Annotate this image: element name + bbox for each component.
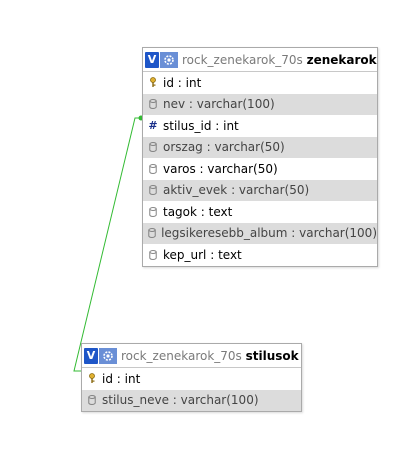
table-zenekarok[interactable]: V rock_zenekarok_70s zenekarok id : int … (142, 47, 378, 267)
table-name: stilusok (245, 348, 299, 363)
table-name: zenekarok (306, 52, 377, 67)
column-label: stilus_id : int (163, 118, 239, 133)
column-label: id : int (163, 75, 202, 90)
column-list: id : int nev : varchar(100) # stilus_id … (143, 72, 377, 266)
column-icon (148, 184, 158, 196)
column-label: legsikeresebb_album : varchar(100) (161, 226, 377, 241)
gear-icon[interactable] (99, 347, 117, 364)
column-label: aktiv_evek : varchar(50) (163, 183, 310, 198)
column-row[interactable]: stilus_neve : varchar(100) (82, 389, 301, 411)
column-row[interactable]: legsikeresebb_album : varchar(100) (143, 222, 377, 244)
relation-line-stilus-id (73, 117, 142, 372)
column-label: id : int (102, 371, 141, 386)
column-row[interactable]: aktiv_evek : varchar(50) (143, 179, 377, 201)
column-icon (148, 163, 158, 175)
database-name: rock_zenekarok_70s (182, 52, 307, 67)
key-icon (148, 77, 158, 89)
table-header: V rock_zenekarok_70s zenekarok (143, 48, 377, 72)
table-header: V rock_zenekarok_70s stilusok (82, 344, 301, 368)
database-name: rock_zenekarok_70s (121, 348, 246, 363)
column-icon (148, 141, 158, 153)
column-row[interactable]: nev : varchar(100) (143, 93, 377, 115)
column-label: orszag : varchar(50) (163, 140, 285, 155)
column-row[interactable]: # stilus_id : int (143, 115, 377, 137)
column-row[interactable]: tagok : text (143, 201, 377, 223)
column-label: stilus_neve : varchar(100) (102, 393, 259, 408)
column-icon (148, 227, 156, 239)
column-label: tagok : text (163, 204, 233, 219)
table-stilusok[interactable]: V rock_zenekarok_70s stilusok id : int s… (81, 343, 302, 412)
table-title[interactable]: rock_zenekarok_70s zenekarok (182, 53, 377, 67)
column-icon (87, 394, 97, 406)
column-row[interactable]: id : int (82, 368, 301, 390)
column-label: kep_url : text (163, 247, 242, 262)
column-row[interactable]: id : int (143, 72, 377, 94)
toggle-view-button[interactable]: V (145, 51, 159, 68)
table-title[interactable]: rock_zenekarok_70s stilusok (121, 349, 299, 363)
column-icon (148, 249, 158, 261)
column-icon (148, 206, 158, 218)
key-icon (87, 373, 97, 385)
column-icon (148, 98, 158, 110)
column-row[interactable]: varos : varchar(50) (143, 158, 377, 180)
toggle-view-button[interactable]: V (84, 347, 98, 364)
index-hash-icon: # (148, 119, 158, 133)
gear-icon[interactable] (160, 51, 178, 68)
column-label: nev : varchar(100) (163, 97, 275, 112)
column-row[interactable]: orszag : varchar(50) (143, 136, 377, 158)
column-row[interactable]: kep_url : text (143, 244, 377, 266)
column-list: id : int stilus_neve : varchar(100) (82, 368, 301, 411)
column-label: varos : varchar(50) (163, 161, 278, 176)
